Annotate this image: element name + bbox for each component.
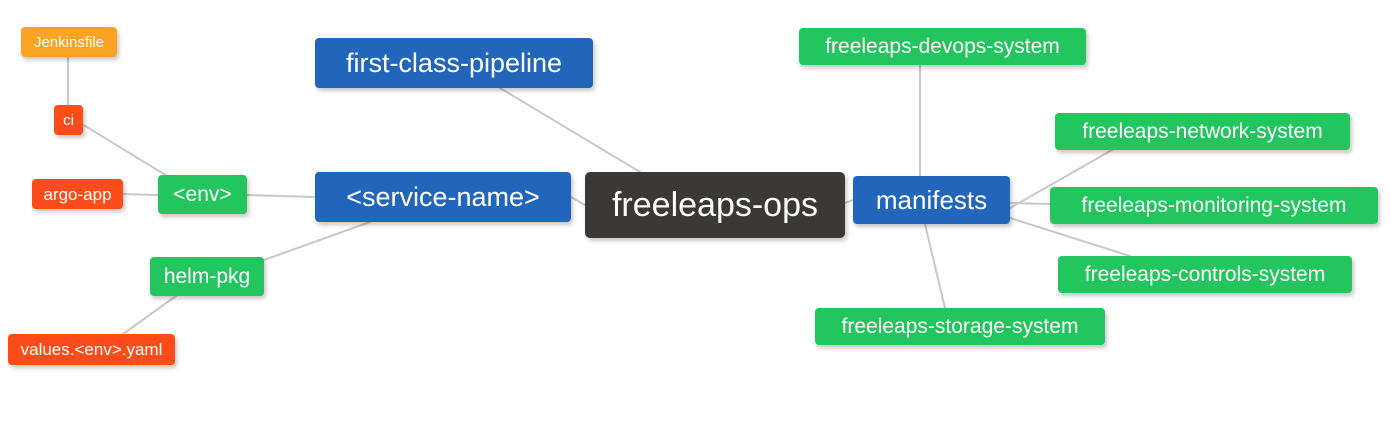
node-label-freeleaps-network-system: freeleaps-network-system xyxy=(1082,120,1323,143)
node-freeleaps-storage-system[interactable]: freeleaps-storage-system xyxy=(815,308,1105,345)
edge-service-name-to-env xyxy=(246,194,316,198)
edge-service-name-to-helm-pkg xyxy=(263,221,371,261)
edge-env-to-argo-app xyxy=(122,193,159,196)
node-helm-pkg[interactable]: helm-pkg xyxy=(150,257,264,296)
node-jenkinsfile[interactable]: Jenkinsfile xyxy=(21,27,117,57)
edge-env-to-ci xyxy=(81,123,173,180)
node-label-values-env-yaml: values.<env>.yaml xyxy=(20,340,163,359)
node-freeleaps-monitoring-system[interactable]: freeleaps-monitoring-system xyxy=(1050,187,1378,224)
node-freeleaps-controls-system[interactable]: freeleaps-controls-system xyxy=(1058,256,1352,293)
edge-manifests-to-freeleaps-monitoring-system xyxy=(1009,202,1051,205)
node-label-helm-pkg: helm-pkg xyxy=(163,265,251,288)
node-values-env-yaml[interactable]: values.<env>.yaml xyxy=(8,334,175,365)
node-label-manifests: manifests xyxy=(875,185,988,215)
edge-helm-pkg-to-values-env-yaml xyxy=(122,295,177,335)
node-label-freeleaps-devops-system: freeleaps-devops-system xyxy=(825,35,1060,58)
node-label-freeleaps-storage-system: freeleaps-storage-system xyxy=(841,315,1079,338)
node-argo-app[interactable]: argo-app xyxy=(32,179,123,209)
node-ci[interactable]: ci xyxy=(54,105,83,135)
node-manifests[interactable]: manifests xyxy=(853,176,1010,224)
edge-root-to-manifests xyxy=(844,199,854,204)
edge-manifests-to-freeleaps-storage-system xyxy=(924,223,946,309)
node-service-name[interactable]: <service-name> xyxy=(315,172,571,222)
node-freeleaps-network-system[interactable]: freeleaps-network-system xyxy=(1055,113,1350,150)
edge-root-to-service-name xyxy=(570,196,586,206)
node-first-class-pipeline[interactable]: first-class-pipeline xyxy=(315,38,593,88)
node-root[interactable]: freeleaps-ops xyxy=(585,172,845,238)
node-env[interactable]: <env> xyxy=(158,175,247,214)
node-label-argo-app: argo-app xyxy=(43,184,112,204)
node-label-freeleaps-monitoring-system: freeleaps-monitoring-system xyxy=(1081,194,1347,217)
node-label-first-class-pipeline: first-class-pipeline xyxy=(345,47,563,78)
node-label-freeleaps-controls-system: freeleaps-controls-system xyxy=(1084,263,1326,286)
node-label-env: <env> xyxy=(173,183,232,206)
node-label-jenkinsfile: Jenkinsfile xyxy=(33,33,105,51)
node-freeleaps-devops-system[interactable]: freeleaps-devops-system xyxy=(799,28,1086,65)
node-label-root: freeleaps-ops xyxy=(611,186,818,224)
node-label-ci: ci xyxy=(63,111,74,129)
node-label-service-name: <service-name> xyxy=(346,181,540,212)
edge-root-to-first-class-pipeline xyxy=(499,87,641,173)
